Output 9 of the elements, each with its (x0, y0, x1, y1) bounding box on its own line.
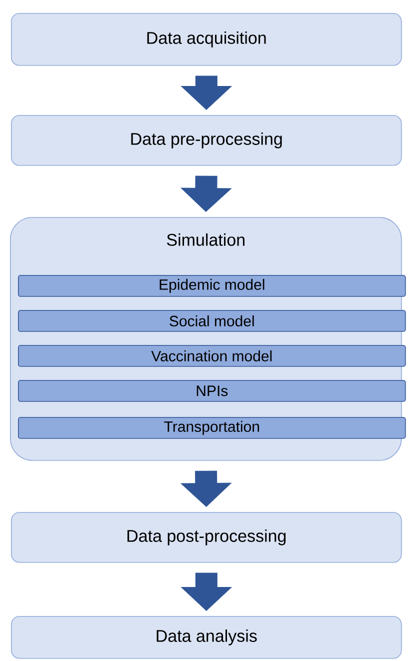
model-bar: Epidemic model (18, 275, 406, 297)
process-box: Data analysis (11, 616, 402, 659)
model-bar: NPIs (18, 380, 406, 402)
model-bar: Transportation (18, 417, 406, 439)
process-box: Data post-processing (11, 512, 402, 563)
process-box: Data acquisition (11, 13, 402, 66)
process-box: Data pre-processing (11, 115, 402, 166)
model-bar: Vaccination model (18, 345, 406, 367)
model-bar: Social model (18, 310, 406, 332)
